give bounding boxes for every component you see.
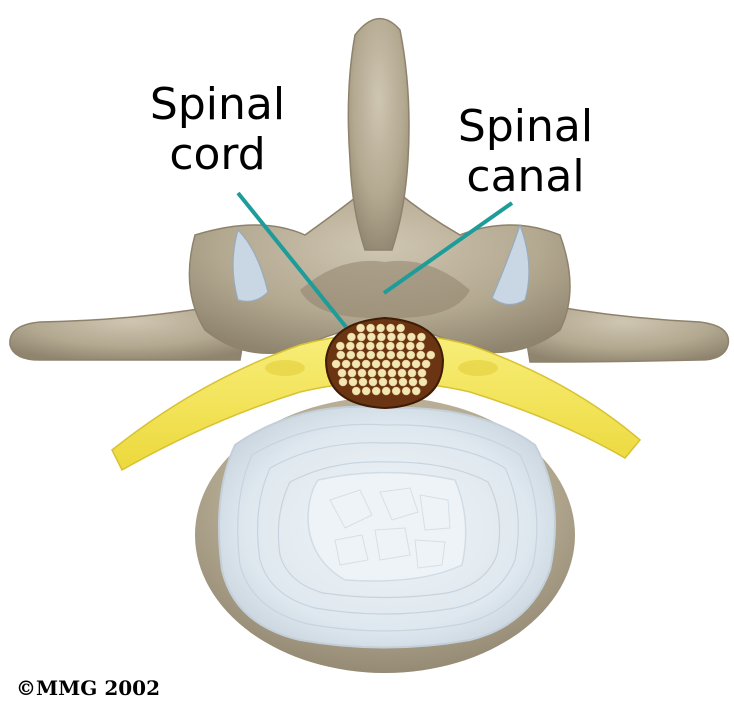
cord-fiber-dot — [359, 378, 367, 386]
cord-fiber-dot — [357, 324, 365, 332]
spinal-cord-label-line2: cord — [140, 130, 295, 180]
cord-fiber-dot — [407, 333, 415, 341]
cord-fiber-dot — [349, 378, 357, 386]
cord-fiber-dot — [409, 378, 417, 386]
cord-fiber-dot — [417, 333, 425, 341]
cord-fiber-dot — [338, 369, 346, 377]
cord-fiber-dot — [387, 333, 395, 341]
cord-fiber-dot — [397, 351, 405, 359]
spinal-canal-label: Spinal canal — [448, 102, 603, 202]
spinous-process — [348, 19, 409, 250]
cord-fiber-dot — [347, 333, 355, 341]
cord-fiber-dot — [358, 369, 366, 377]
cord-fiber-dot — [412, 360, 420, 368]
cord-fiber-dot — [392, 387, 400, 395]
cord-fiber-dot — [389, 378, 397, 386]
cord-fiber-dot — [399, 378, 407, 386]
cord-fiber-dot — [419, 378, 427, 386]
cord-fiber-dot — [332, 360, 340, 368]
cord-fiber-dot — [378, 369, 386, 377]
cord-fiber-dot — [387, 324, 395, 332]
cord-fiber-dot — [352, 360, 360, 368]
cord-fiber-dot — [418, 369, 426, 377]
cord-fiber-dot — [342, 360, 350, 368]
spinal-cord-label: Spinal cord — [140, 80, 295, 180]
cord-fiber-dot — [422, 360, 430, 368]
cord-fiber-dot — [386, 342, 394, 350]
cord-fiber-dot — [398, 369, 406, 377]
cord-fiber-dot — [388, 369, 396, 377]
spinal-cord-label-line1: Spinal — [140, 80, 295, 130]
cord-fiber-dot — [372, 387, 380, 395]
cord-fiber-dot — [407, 351, 415, 359]
cord-fiber-dot — [382, 360, 390, 368]
cord-fiber-dot — [367, 333, 375, 341]
cord-fiber-dot — [396, 342, 404, 350]
cord-fiber-dot — [377, 324, 385, 332]
cord-fiber-dot — [366, 342, 374, 350]
cord-fiber-dot — [406, 342, 414, 350]
cord-fiber-dot — [376, 342, 384, 350]
spinal-canal-label-line1: Spinal — [448, 102, 603, 152]
cord-fiber-dot — [346, 342, 354, 350]
cord-fiber-dot — [367, 324, 375, 332]
cord-fiber-dot — [427, 351, 435, 359]
cord-fiber-dot — [377, 351, 385, 359]
cord-fiber-dot — [352, 387, 360, 395]
cord-fiber-dot — [336, 342, 344, 350]
spinal-canal-label-line2: canal — [448, 152, 603, 202]
cord-fiber-dot — [337, 351, 345, 359]
cord-fiber-dot — [369, 378, 377, 386]
cord-fiber-dot — [372, 360, 380, 368]
cord-fiber-dot — [367, 351, 375, 359]
cord-fiber-dot — [347, 351, 355, 359]
cord-fiber-dot — [402, 360, 410, 368]
cord-fiber-dot — [397, 324, 405, 332]
cord-fiber-dot — [412, 387, 420, 395]
cord-fiber-dot — [362, 360, 370, 368]
cord-fiber-dot — [408, 369, 416, 377]
cord-fiber-dot — [397, 333, 405, 341]
cord-fiber-dot — [416, 342, 424, 350]
cord-fiber-dot — [402, 387, 410, 395]
cord-fiber-dot — [379, 378, 387, 386]
cord-fiber-dot — [339, 378, 347, 386]
cord-fiber-dot — [377, 333, 385, 341]
cord-fiber-dot — [392, 360, 400, 368]
cord-fiber-dot — [387, 351, 395, 359]
cord-fiber-dot — [348, 369, 356, 377]
cord-fiber-dot — [417, 351, 425, 359]
cord-fiber-dot — [368, 369, 376, 377]
cord-fiber-dot — [356, 342, 364, 350]
cord-fiber-dot — [357, 333, 365, 341]
cord-fiber-dot — [362, 387, 370, 395]
cord-fiber-dot — [382, 387, 390, 395]
copyright-notice: ©MMG 2002 — [16, 676, 160, 700]
cord-fiber-dot — [357, 351, 365, 359]
